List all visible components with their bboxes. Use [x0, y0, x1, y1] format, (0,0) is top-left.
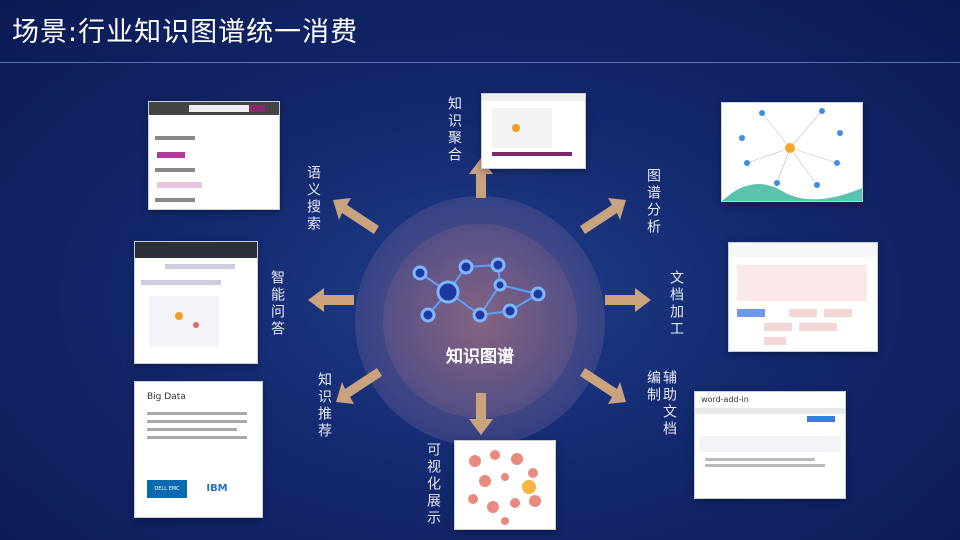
label-visual: 可视化展示	[425, 442, 441, 527]
visual-screenshot	[454, 440, 556, 530]
arrow-down-left-icon	[336, 368, 382, 404]
arrow-right-icon	[605, 288, 651, 312]
title-divider	[0, 62, 960, 63]
graph-node	[502, 303, 518, 319]
graph-node	[412, 265, 428, 281]
label-analysis: 图谱分析	[645, 168, 661, 236]
graph-node	[420, 307, 436, 323]
graph-node	[472, 307, 488, 323]
qa-screenshot	[134, 241, 258, 364]
vendor-logo-ibm: IBM	[206, 483, 228, 494]
vendor-logo-dell: DELL EMC	[147, 480, 187, 498]
processing-screenshot	[728, 242, 878, 352]
label-aggregation: 知识聚合	[446, 96, 462, 164]
analysis-screenshot	[721, 102, 863, 202]
graph-node	[530, 286, 546, 302]
hub-label: 知识图谱	[446, 347, 514, 367]
arrow-down-right-icon	[580, 368, 626, 404]
page-title: 场景:行业知识图谱统一消费	[12, 17, 359, 48]
arrow-up-right-icon	[580, 198, 626, 234]
label-processing: 文档加工	[668, 270, 684, 338]
authoring-title: word-add-in	[701, 395, 749, 404]
graph-node	[436, 280, 460, 304]
arrow-up-left-icon	[333, 198, 379, 234]
graph-node	[490, 257, 506, 273]
authoring-screenshot: word-add-in	[694, 391, 846, 499]
label-authoring: 辅助文档编制	[645, 370, 677, 438]
aggregation-screenshot	[481, 93, 586, 169]
recommend-heading: Big Data	[147, 392, 186, 402]
knowledge-graph-icon	[412, 257, 546, 323]
search-screenshot	[148, 101, 280, 210]
graph-node	[458, 259, 474, 275]
label-recommend: 知识推荐	[316, 372, 332, 440]
label-search: 语义搜索	[305, 165, 321, 233]
arrow-left-icon	[308, 288, 354, 312]
graph-node	[493, 278, 507, 292]
label-qa: 智能问答	[269, 270, 285, 338]
arrow-down-icon	[469, 393, 493, 435]
recommend-screenshot: Big Data DELL EMC IBM	[134, 381, 263, 518]
